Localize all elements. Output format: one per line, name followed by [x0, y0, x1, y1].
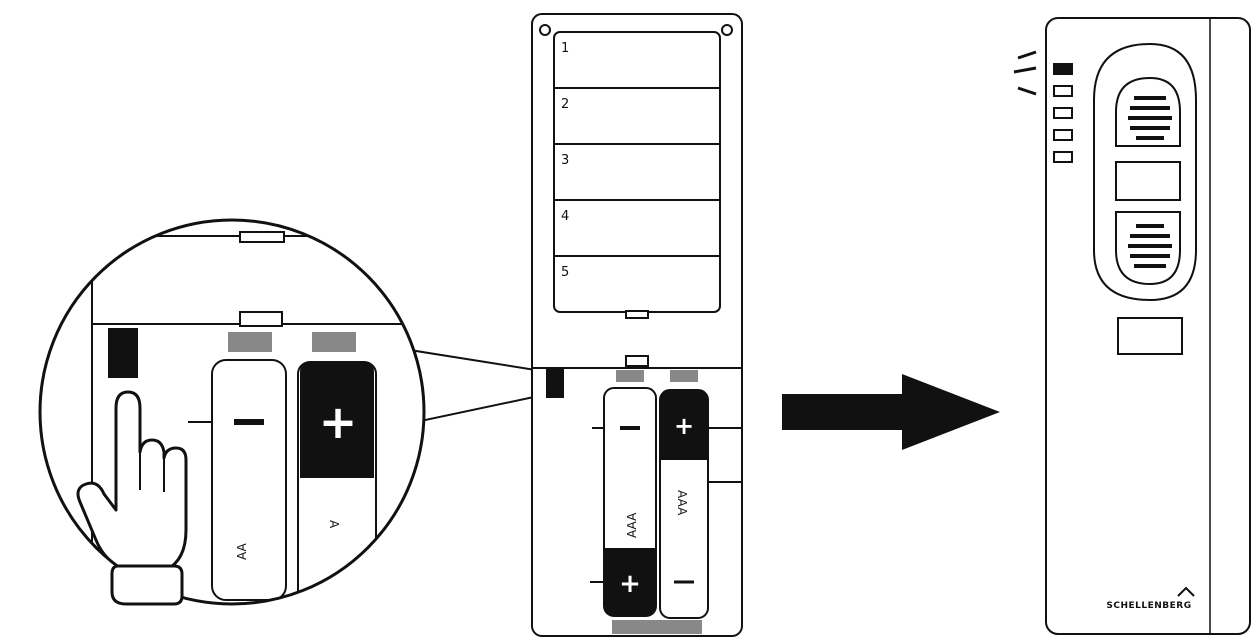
pairing-button-magnified: [108, 328, 138, 378]
channel-select-button[interactable]: [1117, 317, 1183, 355]
led-1: [1053, 63, 1073, 75]
wrist-cuff-icon: [110, 564, 184, 606]
remote-closed-front: SCHELLENBERG: [1013, 17, 1251, 635]
led-2: [1053, 85, 1073, 97]
led-3: [1053, 107, 1073, 119]
slot-number-1: 1: [561, 41, 569, 56]
contact-right: [312, 332, 356, 352]
led-4: [1053, 129, 1073, 141]
remote-open-back: 1 2 3 4 5 + AAA: [531, 13, 743, 637]
finger-hand-icon: [76, 390, 188, 572]
pairing-button: [546, 368, 564, 398]
plus-sign-right: +: [674, 412, 694, 440]
plus-sign-left: +: [619, 569, 641, 599]
screw-hole-left: [539, 24, 551, 36]
battery-label-left: AAA: [625, 512, 639, 538]
channel-label-panel: 1 2 3 4 5: [553, 31, 721, 319]
battery-compartment: + AAA + AAA: [532, 355, 742, 634]
plus-sign-magnified: +: [319, 395, 358, 449]
brand-logo: SCHELLENBERG: [1106, 586, 1195, 611]
screw-hole-right: [721, 24, 733, 36]
battery-label-partial-2: A: [327, 520, 341, 529]
battery-magnified-plus: + A: [297, 361, 377, 603]
battery-label-partial: AA: [235, 542, 249, 560]
led-5: [1053, 151, 1073, 163]
up-button[interactable]: [1115, 76, 1181, 147]
stop-button[interactable]: [1115, 161, 1181, 201]
down-button[interactable]: [1115, 211, 1181, 286]
contact-left: [228, 332, 272, 352]
battery-right: + AAA: [659, 389, 709, 619]
right-arrow-icon: [782, 374, 1000, 450]
battery-left: + AAA: [590, 387, 657, 617]
slot-number-5: 5: [561, 265, 569, 280]
slot-number-4: 4: [561, 209, 569, 224]
slot-number-2: 2: [561, 97, 569, 112]
battery-magnified-minus: AA: [188, 359, 287, 601]
led-indicator-column: [1013, 50, 1073, 163]
slot-number-3: 3: [561, 153, 569, 168]
battery-label-right: AAA: [675, 490, 689, 516]
brand-name: SCHELLENBERG: [1106, 601, 1191, 611]
remote-button-cluster: [1093, 42, 1197, 302]
magnified-detail: AA + A: [38, 218, 426, 606]
